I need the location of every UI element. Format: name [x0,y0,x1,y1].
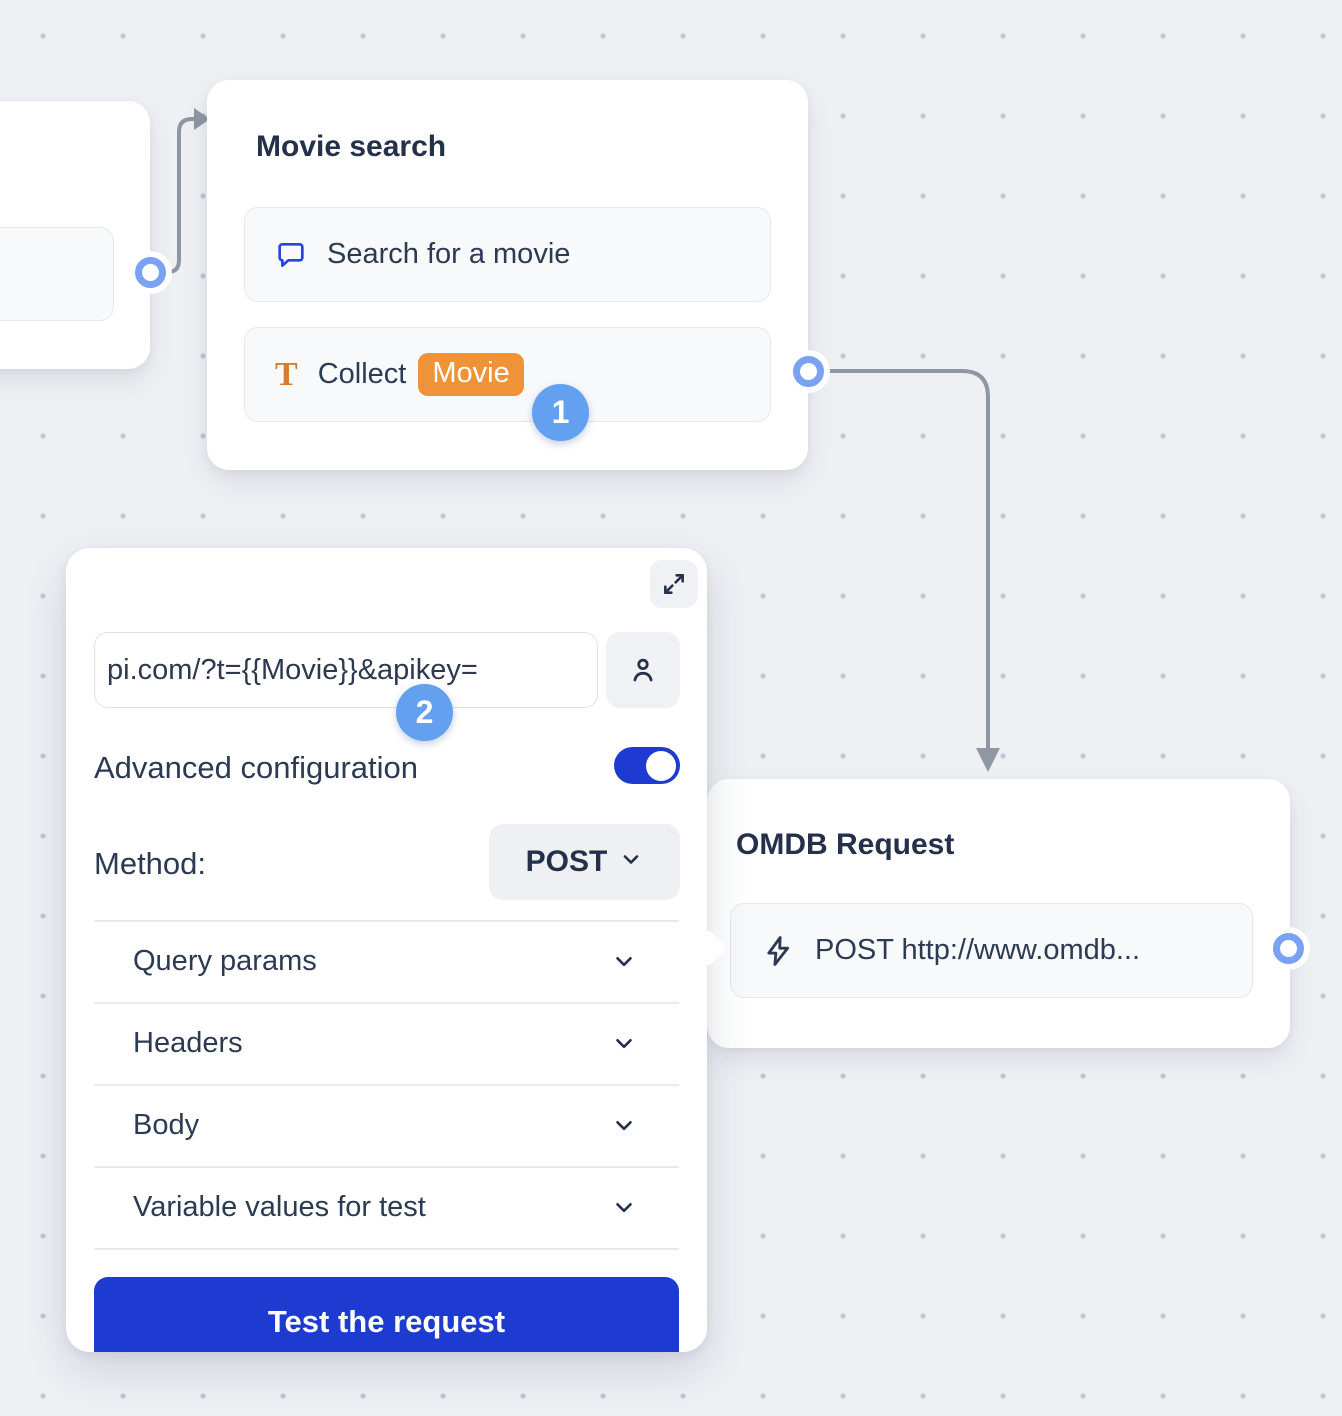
section-body[interactable]: Body [94,1085,679,1165]
send-message-step[interactable]: Search for a movie [244,207,771,302]
tutorial-step-badge-2: 2 [396,684,453,741]
advanced-configuration-label: Advanced configuration [94,750,419,785]
lightning-icon [761,934,795,968]
method-label: Method: [94,846,207,881]
section-headers-label: Headers [133,1026,243,1059]
collect-input-step[interactable]: T Collect Movie [244,327,771,422]
chevron-down-icon [611,1030,637,1056]
url-input[interactable] [94,632,598,708]
send-message-step-label: Search for a movie [327,238,571,270]
section-variable-values[interactable]: Variable values for test [94,1167,679,1247]
section-headers[interactable]: Headers [94,1003,679,1083]
omdb-request-node[interactable]: OMDB Request POST http://www.omdb... [707,779,1290,1048]
divider [94,1166,679,1168]
tutorial-step-badge-1: 1 [532,384,589,441]
text-input-icon: T [275,355,298,393]
connector-into-movie-search [160,117,198,274]
person-icon [628,655,658,685]
section-query-params-label: Query params [133,944,317,977]
section-query-params[interactable]: Query params [94,921,679,1001]
section-variable-values-label: Variable values for test [133,1190,426,1223]
divider [94,1084,679,1086]
collect-step-label: Collect [317,358,407,390]
chevron-down-icon [611,948,637,974]
divider [94,1248,679,1250]
advanced-config-toggle[interactable] [614,747,680,784]
chevron-down-icon [619,845,643,879]
expand-icon [661,571,687,597]
test-request-button[interactable]: Test the request [94,1277,679,1352]
chat-bubble-icon [275,239,307,271]
divider [94,1002,679,1004]
variable-chip-movie[interactable]: Movie [418,353,524,396]
partial-node-step[interactable] [0,227,114,321]
omdb-node-title: OMDB Request [736,828,955,861]
partial-node[interactable] [0,101,150,369]
movie-search-node[interactable]: Movie search Search for a movie T Collec… [207,80,808,470]
webhook-step-label: POST http://www.omdb... [815,934,1141,966]
chevron-down-icon [611,1112,637,1138]
toggle-knob [646,750,676,781]
connector-arrowhead-omdb [976,748,1000,772]
method-value: POST [525,845,608,878]
webhook-config-panel: Advanced configuration Method: POST Quer… [66,548,707,1352]
expand-button[interactable] [650,560,698,608]
chevron-down-icon [611,1194,637,1220]
connector-movie-to-omdb [824,369,990,750]
output-port-omdb[interactable] [1273,933,1304,964]
divider [94,920,679,922]
output-port-partial-node[interactable] [135,257,166,288]
insert-variable-button[interactable] [606,632,680,708]
webhook-step[interactable]: POST http://www.omdb... [730,903,1253,998]
section-body-label: Body [133,1108,200,1141]
method-dropdown[interactable]: POST [489,824,680,900]
movie-search-node-title: Movie search [256,130,447,163]
output-port-movie-search[interactable] [793,356,824,387]
